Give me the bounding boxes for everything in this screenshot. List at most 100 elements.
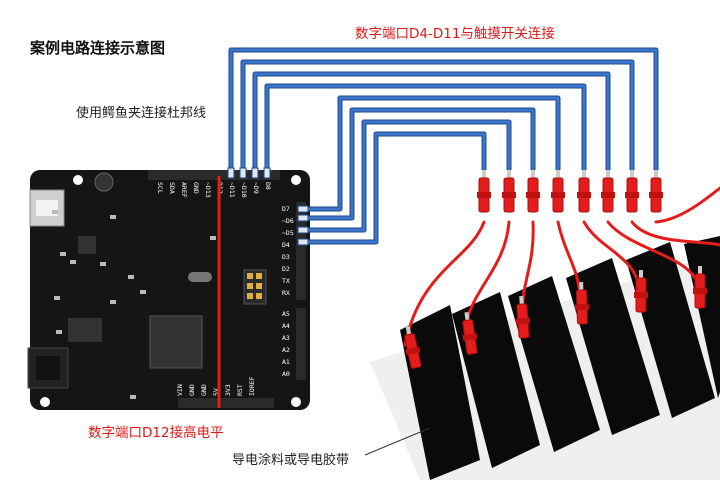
jumper-pin-top [263, 167, 271, 179]
clip-grip [693, 288, 707, 294]
top-alligator-clip-4 [551, 170, 565, 213]
pin-label-top: D8 [264, 182, 272, 190]
right-header-lower [296, 308, 306, 380]
jumper-wire-3 [253, 72, 610, 176]
clip-metal-tip [698, 266, 702, 276]
icsp-pin [247, 293, 253, 299]
jumper-wire-outline-3 [252, 71, 611, 176]
clip-metal-tip [630, 170, 634, 180]
usb-chip [78, 236, 96, 254]
strip-alligator-clip-1 [404, 326, 422, 369]
clip-lead-6 [606, 220, 700, 287]
mount-hole [73, 175, 83, 185]
clip-metal-tip [639, 270, 643, 280]
strip-alligator-clip-6 [693, 266, 707, 309]
jumper-pin-right [297, 214, 309, 222]
clip-metal-tip [556, 170, 560, 180]
jumper-pin-right [297, 238, 309, 246]
jumper-wire-2 [241, 60, 634, 176]
pin-label-bottom: RST [236, 384, 244, 396]
blue-wires-layer [227, 47, 659, 246]
jumper-wire-1 [229, 48, 658, 176]
pin-label-top: ~D9 [252, 182, 260, 194]
pin-label-right: TX [282, 277, 290, 285]
pin-label-top: ~D13 [204, 182, 212, 198]
jumper-wire-outline-1 [228, 47, 659, 176]
pin-label-top: ~D10 [240, 182, 248, 198]
smd-component [128, 275, 134, 279]
clip-metal-tip [531, 170, 535, 180]
pin-label-bottom: GND [200, 384, 208, 396]
d4-d11-label: 数字端口D4-D11与触摸开关连接 [355, 26, 555, 42]
clip-lead-8 [654, 186, 720, 224]
icsp-pin [247, 283, 253, 289]
pin-label-right: A3 [282, 334, 290, 342]
microcontroller-chip [149, 315, 203, 369]
smd-component [56, 330, 62, 334]
pin-label-bottom: IOREF [248, 376, 256, 396]
jumper-wires-label: 使用鳄鱼夹连接杜邦线 [76, 106, 207, 121]
jumper-pin-top [251, 167, 259, 179]
clip-metal-tip [606, 170, 610, 180]
clip-lead-1 [403, 220, 486, 347]
top-alligator-clip-1 [477, 170, 491, 213]
jumper-pin-right [297, 226, 309, 234]
board-layer: SCLSDAAREFGND~D13D12~D11~D10~D9D8D7~D6~D… [27, 170, 310, 410]
jumper-wire-6 [306, 108, 535, 220]
touch-pad-layer [364, 236, 720, 480]
strip-alligator-clip-3 [515, 295, 531, 339]
jumper-pin-top [239, 167, 247, 179]
pin-label-top: SDA [168, 182, 176, 194]
smd-component [70, 260, 76, 264]
clip-metal-tip [582, 170, 586, 180]
mount-hole [40, 397, 50, 407]
pin-label-right: RX [282, 289, 290, 297]
top-alligator-clip-3 [526, 170, 540, 213]
arduino-board [30, 170, 310, 410]
pin-label-right: A4 [282, 322, 290, 330]
right-header-upper [296, 202, 306, 300]
clip-grip [502, 192, 516, 198]
top-alligator-clip-6 [601, 170, 615, 213]
strip-alligator-clip-2 [462, 311, 478, 355]
clip-grip [526, 192, 540, 198]
top-alligator-clip-7 [625, 170, 639, 213]
jumper-wire-outline-8 [306, 131, 487, 245]
alligator-clips-layer [404, 170, 707, 369]
reset-button [94, 172, 114, 192]
red-wires-layer [217, 176, 720, 408]
bottom-header [178, 398, 274, 408]
smd-component [100, 262, 106, 266]
touch-strip-1 [400, 305, 480, 480]
clip-grip [551, 192, 565, 198]
icsp-pin [256, 273, 262, 279]
pin-label-right: A0 [282, 370, 290, 378]
clip-metal-tip [482, 170, 486, 180]
touch-strip-4 [566, 258, 660, 435]
strip-alligator-clip-5 [634, 270, 648, 313]
top-alligator-clip-2 [502, 170, 516, 213]
clip-grip [477, 192, 491, 198]
smd-component [52, 210, 58, 214]
clip-metal-tip [654, 170, 658, 180]
smd-component [54, 296, 60, 300]
mount-hole [291, 175, 301, 185]
clip-grip [625, 192, 639, 198]
icsp-pin [256, 283, 262, 289]
crystal [188, 272, 212, 282]
pin-label-bottom: VIN [176, 384, 184, 396]
clip-grip [649, 192, 663, 198]
jumper-wire-4 [265, 84, 586, 176]
pin-label-right: A2 [282, 346, 290, 354]
pin-label-right: D3 [282, 253, 290, 261]
smd-component [130, 395, 136, 399]
clip-grip [462, 333, 478, 341]
clip-grip [577, 192, 591, 198]
voltage-regulator [68, 318, 102, 342]
pin-label-top: ~D11 [228, 182, 236, 198]
jumper-pin-right [297, 205, 309, 213]
pin-label-right: A5 [282, 310, 290, 318]
clip-grip [515, 317, 531, 325]
